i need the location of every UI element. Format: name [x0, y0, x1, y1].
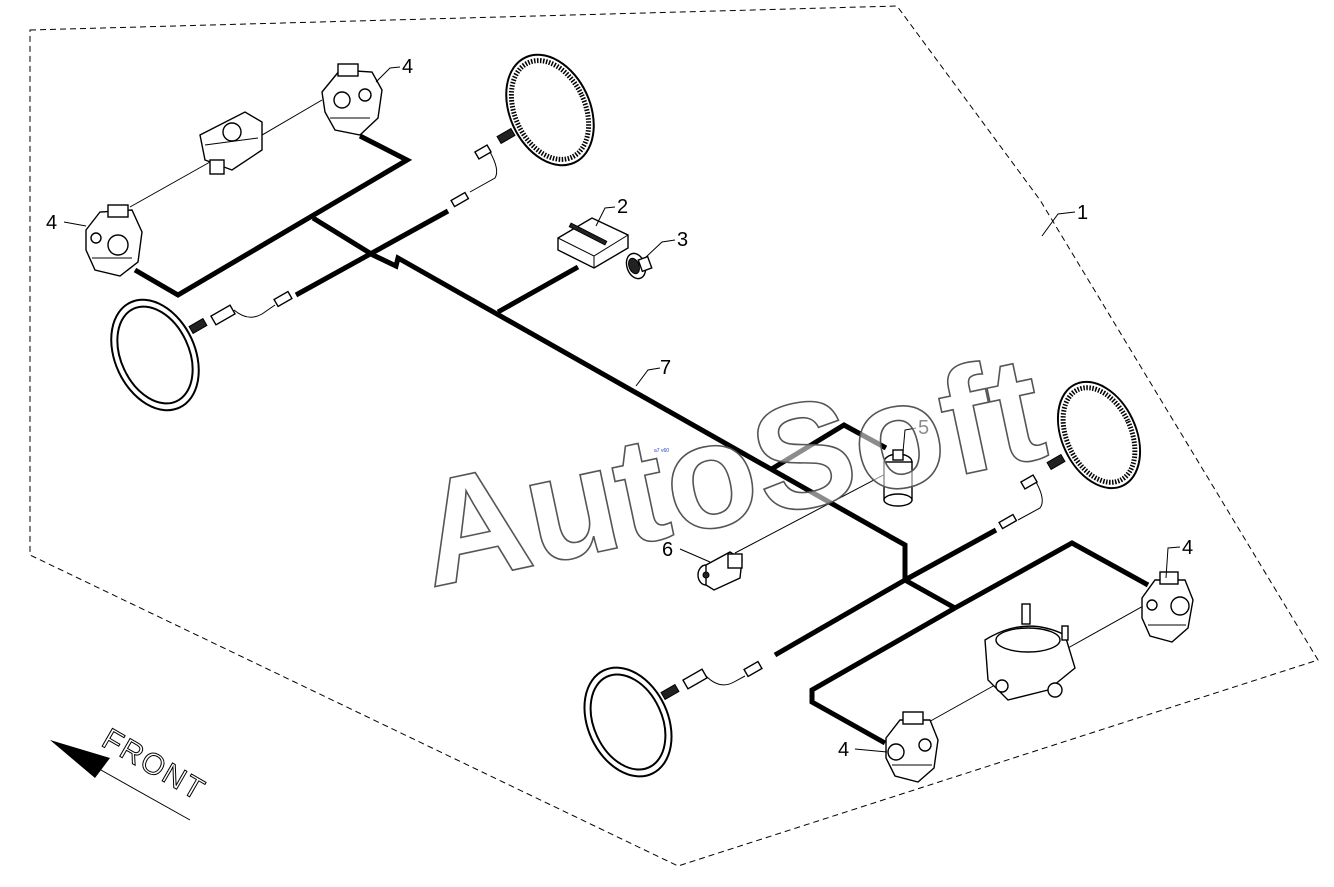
front-direction-arrow: FRONT	[50, 722, 212, 821]
warning-lamp	[625, 252, 653, 280]
callout-4-right: 4	[1182, 537, 1193, 559]
wheel-speed-sensor-front-right	[450, 127, 516, 208]
tiny-mark: a7 v60	[654, 448, 669, 454]
callout-7: 7	[660, 357, 671, 379]
modulator-valve-left	[85, 204, 143, 277]
air-fitting	[697, 551, 743, 591]
callout-labels: 1 2 3 4 4 4 4 5 6 7	[46, 56, 1193, 761]
wheel-speed-sensor-front-left	[188, 290, 293, 335]
callout-4-bottom: 4	[838, 739, 849, 761]
harness-branch-rear-lower-sensor	[773, 577, 907, 658]
callout-2: 2	[617, 196, 628, 218]
wheel-speed-sensor-rear-left	[660, 660, 763, 701]
wheel-speed-sensor-rear-right	[998, 453, 1066, 530]
callout-6: 6	[662, 539, 673, 561]
callout-5: 5	[918, 417, 929, 439]
harness-branch-rear-right	[953, 540, 1150, 611]
relay-valve-rear	[984, 603, 1076, 701]
abs-ecu	[557, 217, 629, 269]
tone-ring-rear-left	[583, 666, 673, 778]
pressure-switch	[883, 449, 913, 507]
harness-branch-rear-sensor	[903, 527, 998, 583]
relay-valve-front	[199, 111, 263, 175]
front-arrow-head-icon	[50, 740, 110, 778]
callout-3: 3	[677, 229, 688, 251]
wiring-harness	[133, 133, 1150, 746]
harness-branch-rear-lower	[809, 605, 957, 746]
assembly-boundary	[29, 5, 1319, 867]
tone-ring-front-left	[110, 298, 200, 412]
harness-branch-front-left	[133, 133, 413, 298]
modulator-valve-bottom	[885, 711, 939, 783]
callout-1: 1	[1077, 202, 1088, 224]
harness-branch-sensor-5	[768, 422, 888, 473]
tone-ring-front-right	[505, 53, 595, 167]
callout-4-top-left: 4	[402, 56, 413, 78]
harness-branch-ecu	[496, 264, 580, 315]
front-label: FRONT	[97, 722, 212, 807]
tone-ring-rear-right	[1056, 380, 1142, 490]
leader-lines	[63, 66, 1181, 753]
harness-branch-front-sensor	[294, 208, 450, 298]
callout-4-left: 4	[46, 212, 57, 234]
modulator-valve-top-left	[321, 63, 383, 136]
modulator-valve-right	[1141, 571, 1194, 643]
